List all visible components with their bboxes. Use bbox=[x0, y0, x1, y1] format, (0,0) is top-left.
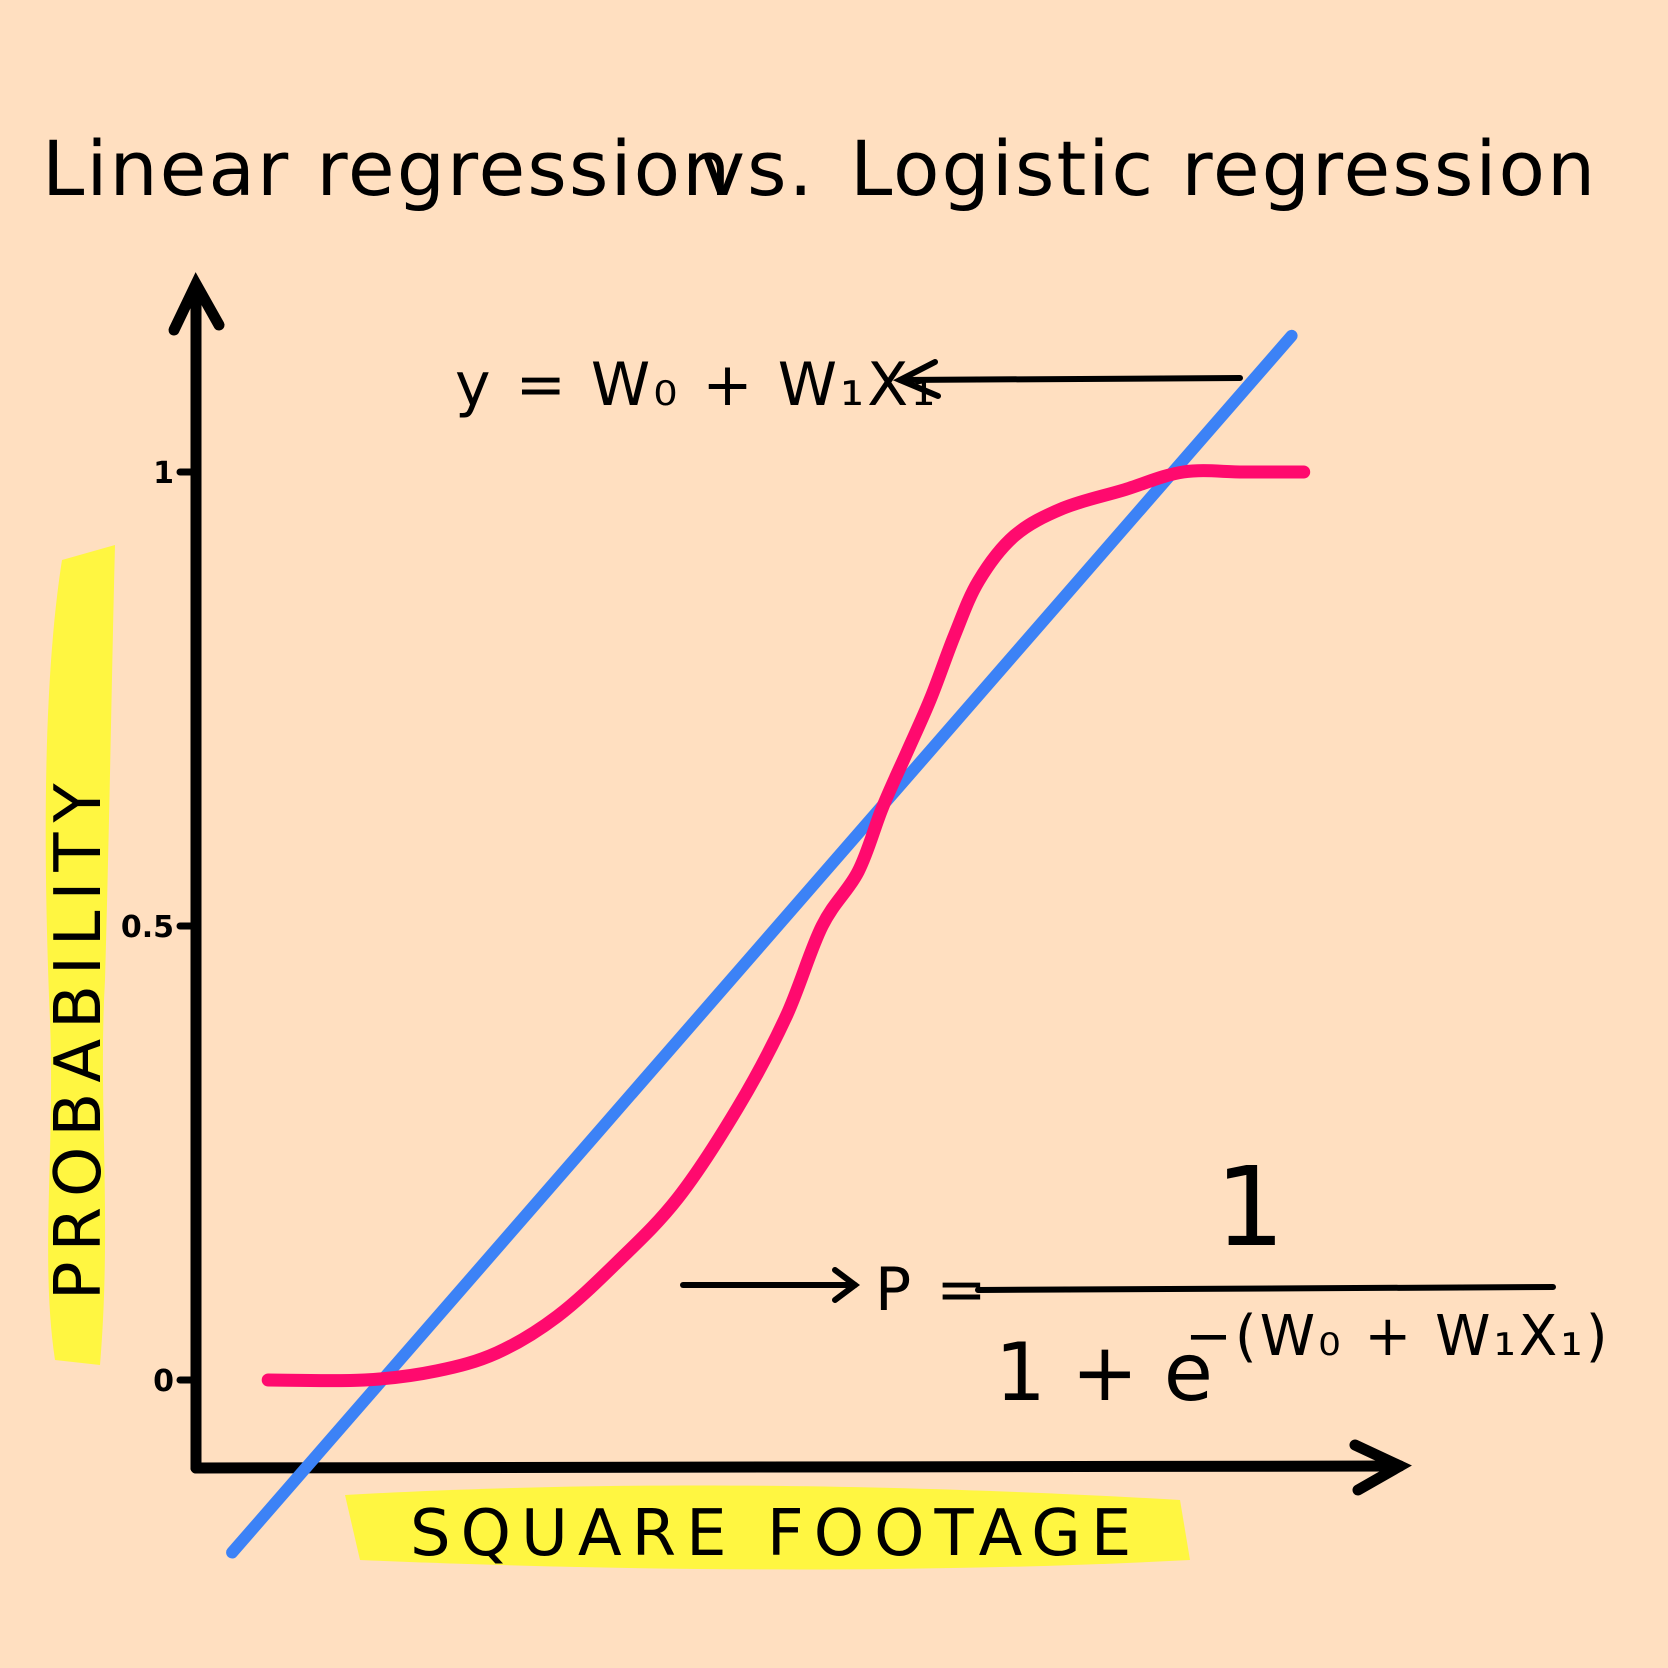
title-left: Linear regression bbox=[42, 124, 732, 213]
xlabel-highlight bbox=[345, 1485, 1190, 1570]
logistic-numerator: 1 bbox=[1215, 1143, 1285, 1271]
logistic-equation-annotation: P = 1 1 + e −(W₀ + W₁X₁) bbox=[680, 1143, 1611, 1419]
highlighter-marks bbox=[45, 545, 1190, 1570]
linear-equation: y = W₀ + W₁X₁ bbox=[455, 350, 938, 420]
logistic-eq-arrow-head bbox=[832, 1267, 860, 1303]
y-tick-label-1: 0.5 bbox=[121, 910, 174, 945]
title-right: Logistic regression bbox=[850, 124, 1597, 213]
logistic-regression-line bbox=[261, 464, 1311, 1388]
logistic-eq-prefix: P = bbox=[875, 1255, 990, 1325]
linear-eq-arrow-head bbox=[892, 359, 941, 399]
linear-eq-arrow-line bbox=[897, 375, 1243, 383]
linear-equation-annotation: y = W₀ + W₁X₁ bbox=[455, 350, 1243, 420]
y-tick-label-2: 1 bbox=[153, 456, 174, 491]
y-tick-label-0: 0 bbox=[153, 1364, 174, 1399]
logistic-denominator-base: 1 + e bbox=[995, 1326, 1213, 1419]
x-axis-arrowhead bbox=[1349, 1439, 1412, 1496]
ylabel-highlight bbox=[45, 545, 115, 1365]
y-axis-arrowhead bbox=[168, 272, 225, 336]
x-axis-label: SQUARE FOOTAGE bbox=[410, 1497, 1141, 1571]
title-vs: vs. bbox=[700, 124, 815, 213]
axes bbox=[168, 272, 1412, 1496]
linear-regression-line bbox=[226, 329, 1298, 1559]
fraction-bar bbox=[975, 1284, 1556, 1293]
y-ticks: 00.51 bbox=[121, 456, 200, 1399]
x-axis-line bbox=[190, 1460, 1406, 1474]
logistic-exponent: −(W₀ + W₁X₁) bbox=[1185, 1304, 1611, 1369]
series-layer bbox=[226, 329, 1311, 1559]
y-axis-label: PROBABILITY bbox=[42, 773, 116, 1300]
title: Linear regression vs. Logistic regressio… bbox=[42, 124, 1597, 213]
